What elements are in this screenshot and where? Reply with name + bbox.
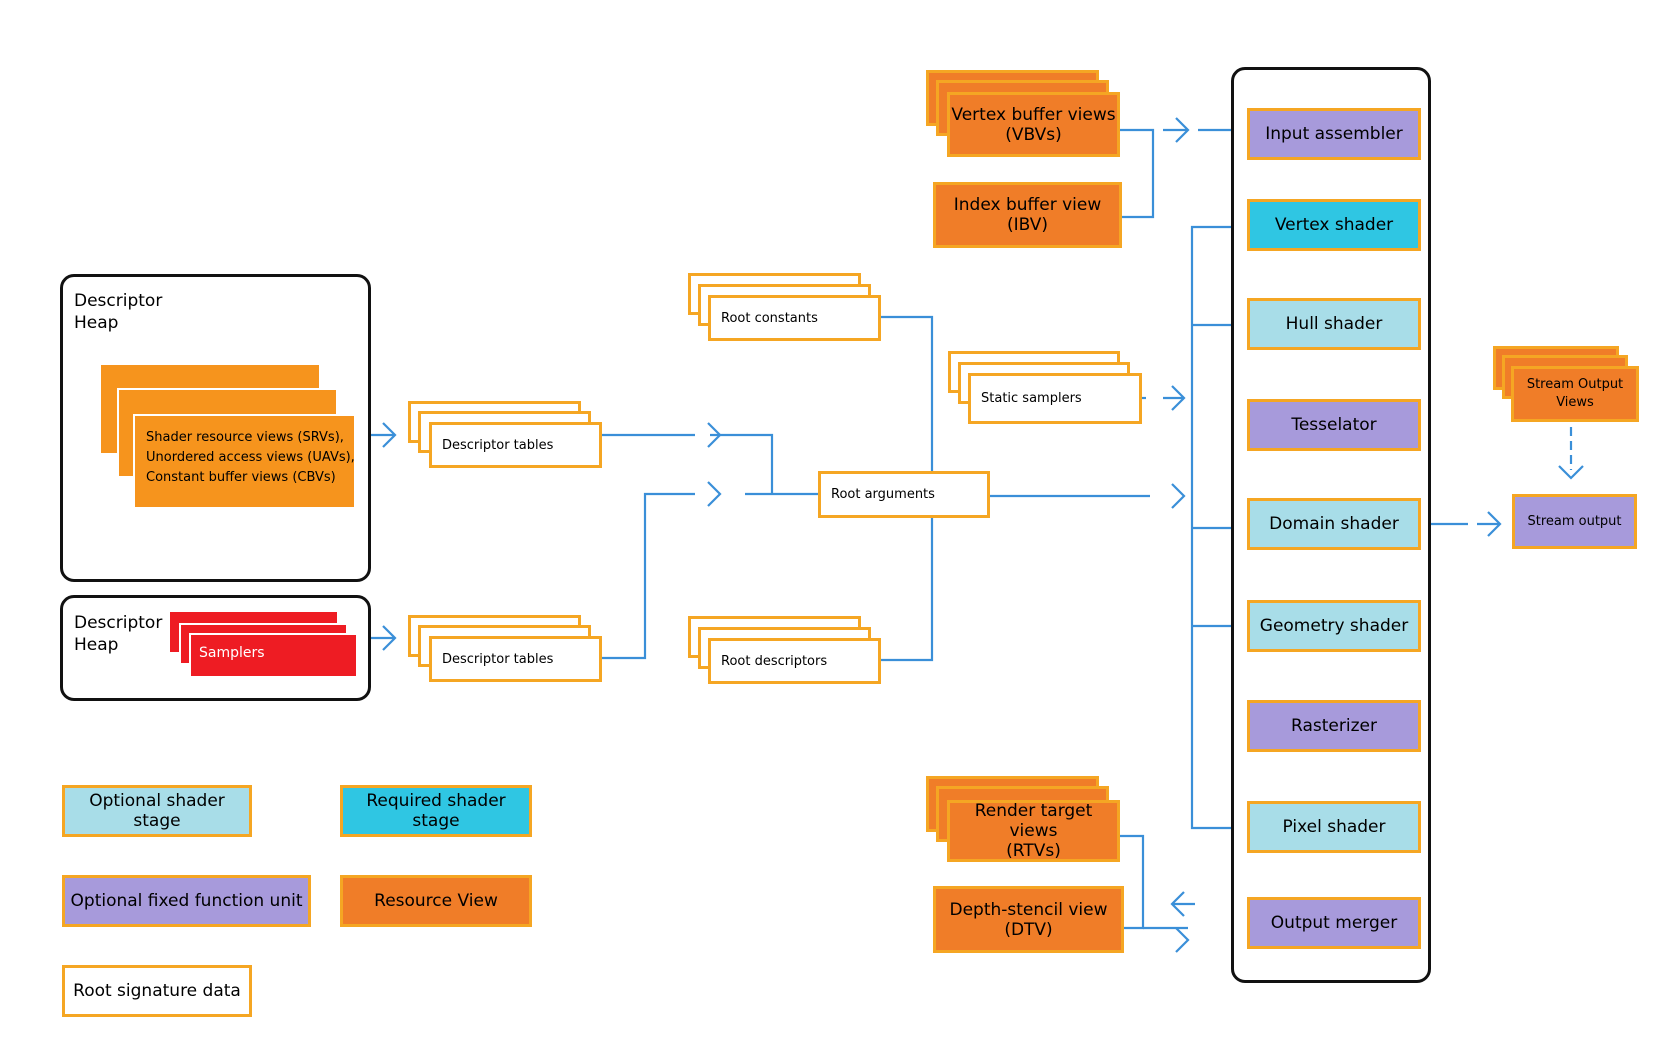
- arrow-tables2: [707, 481, 722, 507]
- heap1-content: Shader resource views (SRVs), Unordered …: [146, 428, 355, 488]
- stage-tesselator: Tesselator: [1247, 399, 1421, 451]
- root-constants: Root constants: [708, 295, 881, 341]
- pipeline-bus: [1190, 225, 1247, 830]
- heap2-sheet-front: [189, 633, 356, 676]
- so-views-line2: Views: [1556, 395, 1594, 410]
- stage-vertex-shader: Vertex shader: [1247, 199, 1421, 251]
- legend-root-signature: Root signature data: [62, 965, 252, 1017]
- heap2-label-line1: Descriptor: [74, 613, 163, 633]
- rtv-line2: (RTVs): [1006, 841, 1061, 861]
- stage-hull-shader: Hull shader: [1247, 298, 1421, 350]
- heap2-label: Descriptor Heap: [74, 612, 162, 656]
- line-root-descriptors: [880, 516, 934, 662]
- vbv-line1: Vertex buffer views: [951, 104, 1116, 125]
- line-rtv: [1120, 834, 1145, 930]
- legend-resource-view: Resource View: [340, 875, 532, 927]
- arrow-static-samplers: [1163, 385, 1186, 411]
- descriptor-tables-1: Descriptor tables: [429, 422, 602, 468]
- heap1-content-line3: Constant buffer views (CBVs): [146, 470, 336, 485]
- ibv-line1: Index buffer view: [953, 195, 1102, 215]
- line-vbv: [1120, 128, 1155, 219]
- stage-pixel-shader: Pixel shader: [1247, 801, 1421, 853]
- arrow-to-stream: [1477, 511, 1502, 537]
- heap1-content-line2: Unordered access views (UAVs),: [146, 450, 355, 465]
- line-tables2: [602, 492, 695, 660]
- heap1-label: Descriptor Heap: [74, 290, 162, 334]
- index-buffer-view: Index buffer view (IBV): [933, 182, 1122, 248]
- heap2-content: Samplers: [199, 645, 265, 661]
- arrow-tables1: [707, 422, 722, 448]
- rtv-line1: Render target views: [974, 801, 1093, 841]
- stage-geometry-shader: Geometry shader: [1247, 600, 1421, 652]
- heap1-label-line2: Heap: [74, 313, 119, 333]
- root-arguments: Root arguments: [818, 471, 990, 518]
- arrow-om-to-rtv: [1170, 891, 1195, 917]
- heap1-content-line1: Shader resource views (SRVs),: [146, 430, 344, 445]
- stage-domain-shader: Domain shader: [1247, 498, 1421, 550]
- legend-fixed-function: Optional fixed function unit: [62, 875, 311, 927]
- stage-input-assembler: Input assembler: [1247, 108, 1421, 160]
- arrow-root-args: [1171, 483, 1186, 509]
- arrow-heap1-to-tables: [368, 422, 397, 448]
- dtv-line2: (DTV): [1004, 919, 1053, 940]
- static-samplers: Static samplers: [968, 373, 1142, 424]
- arrow-heap2-to-tables: [368, 625, 397, 651]
- dtv-line1: Depth-stencil view: [949, 899, 1108, 920]
- descriptor-tables-2: Descriptor tables: [429, 636, 602, 682]
- ibv-line2: (IBV): [1006, 215, 1049, 235]
- heap1-sheet-front: [133, 414, 354, 507]
- arrow-vbv: [1163, 117, 1190, 143]
- stream-output-views: Stream Output Views: [1511, 366, 1639, 422]
- heap2-label-line2: Heap: [74, 635, 119, 655]
- line-tables1: [602, 433, 774, 495]
- root-descriptors: Root descriptors: [708, 638, 881, 684]
- legend-required-shader: Required shader stage: [340, 785, 532, 837]
- vbv-line2: (VBVs): [1005, 124, 1062, 145]
- stage-rasterizer: Rasterizer: [1247, 700, 1421, 752]
- so-views-line1: Stream Output: [1526, 377, 1624, 392]
- vertex-buffer-views: Vertex buffer views (VBVs): [947, 92, 1120, 157]
- line-root-constants: [880, 315, 934, 472]
- heap1-label-line1: Descriptor: [74, 291, 163, 311]
- stream-output: Stream output: [1512, 494, 1637, 549]
- depth-stencil-view: Depth-stencil view (DTV): [933, 886, 1124, 953]
- arrow-to-om: [1175, 927, 1190, 953]
- legend-optional-shader: Optional shader stage: [62, 785, 252, 837]
- arrow-so-views: [1558, 465, 1584, 480]
- stage-output-merger: Output merger: [1247, 897, 1421, 949]
- render-target-views: Render target views (RTVs): [947, 800, 1120, 862]
